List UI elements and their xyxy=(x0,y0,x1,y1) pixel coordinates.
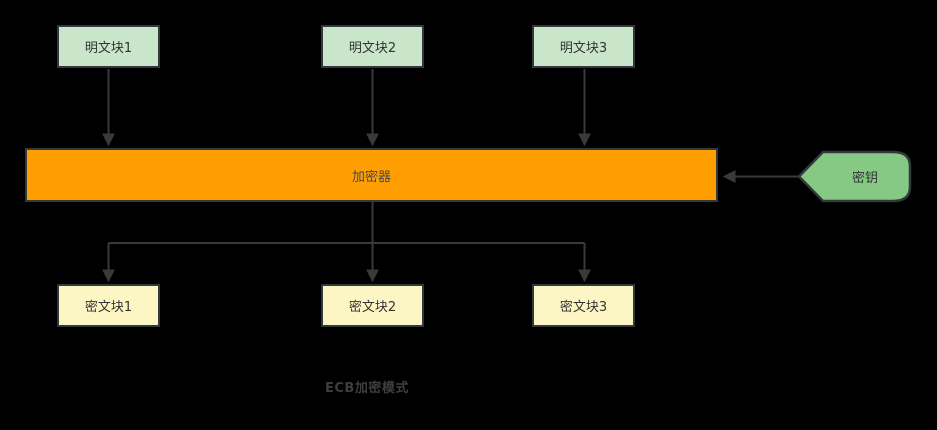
ciphertext-block-3-label: 密文块3 xyxy=(559,300,608,315)
ciphertext-block-2-label: 密文块2 xyxy=(348,300,397,315)
key-label: 密钥 xyxy=(851,171,878,186)
plaintext-block-1: 明文块1 xyxy=(57,25,160,68)
plaintext-block-1-label: 明文块1 xyxy=(84,41,133,56)
encryptor-node: 加密器 xyxy=(25,148,718,202)
diagram-caption: ECB加密模式 xyxy=(325,381,409,396)
ciphertext-block-1: 密文块1 xyxy=(57,284,160,327)
plaintext-block-3-label: 明文块3 xyxy=(559,41,608,56)
ciphertext-block-3: 密文块3 xyxy=(532,284,635,327)
connector-branch-trunk xyxy=(108,202,585,244)
plaintext-block-2: 明文块2 xyxy=(321,25,424,68)
encryptor-label: 加密器 xyxy=(351,169,391,185)
key-node: 密钥 xyxy=(796,149,914,204)
key-shape xyxy=(797,150,912,203)
ciphertext-block-1-label: 密文块1 xyxy=(84,300,133,315)
plaintext-block-2-label: 明文块2 xyxy=(348,41,397,56)
ciphertext-block-2: 密文块2 xyxy=(321,284,424,327)
plaintext-block-3: 明文块3 xyxy=(532,25,635,68)
